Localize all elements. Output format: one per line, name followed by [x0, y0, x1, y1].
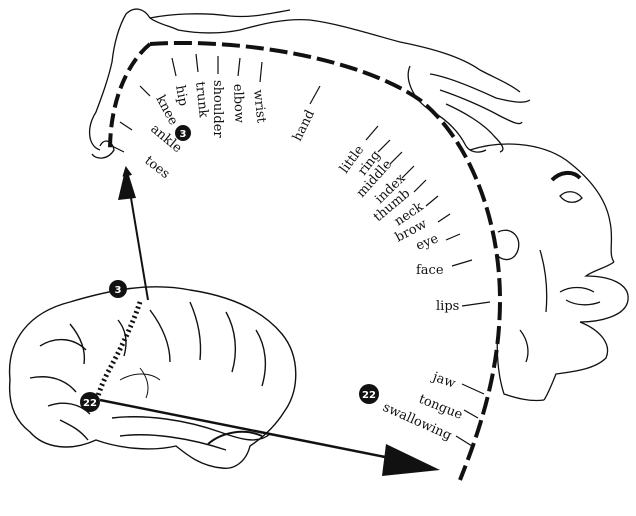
- arrow-up-head: [118, 166, 136, 200]
- label-lips: lips: [436, 299, 459, 314]
- svg-text:22: 22: [362, 390, 376, 401]
- label-hip: hip: [172, 84, 190, 107]
- brain-illustration: [8, 286, 297, 469]
- marker-22-on-strip: 22: [359, 384, 379, 404]
- svg-text:3: 3: [115, 285, 122, 296]
- homunculus-figure: [89, 8, 629, 402]
- label-hand: hand: [290, 108, 318, 144]
- label-trunk: trunk: [192, 81, 211, 119]
- label-face: face: [416, 263, 444, 278]
- label-toes: toes: [142, 153, 173, 182]
- label-ticks: [111, 53, 491, 447]
- label-jaw: jaw: [429, 369, 458, 392]
- label-shoulder: shoulder: [210, 80, 225, 138]
- marker-3-on-strip: 3: [175, 125, 191, 141]
- svg-text:22: 22: [83, 398, 97, 409]
- svg-text:3: 3: [180, 129, 187, 140]
- motor-strip: [108, 40, 503, 481]
- label-elbow: elbow: [230, 84, 246, 124]
- marker-22-on-brain: 22: [80, 392, 100, 412]
- arrow-right-icon: [99, 398, 411, 464]
- marker-3-on-brain: 3: [109, 280, 127, 298]
- arrow-right-head: [382, 444, 440, 476]
- label-wrist: wrist: [250, 89, 268, 125]
